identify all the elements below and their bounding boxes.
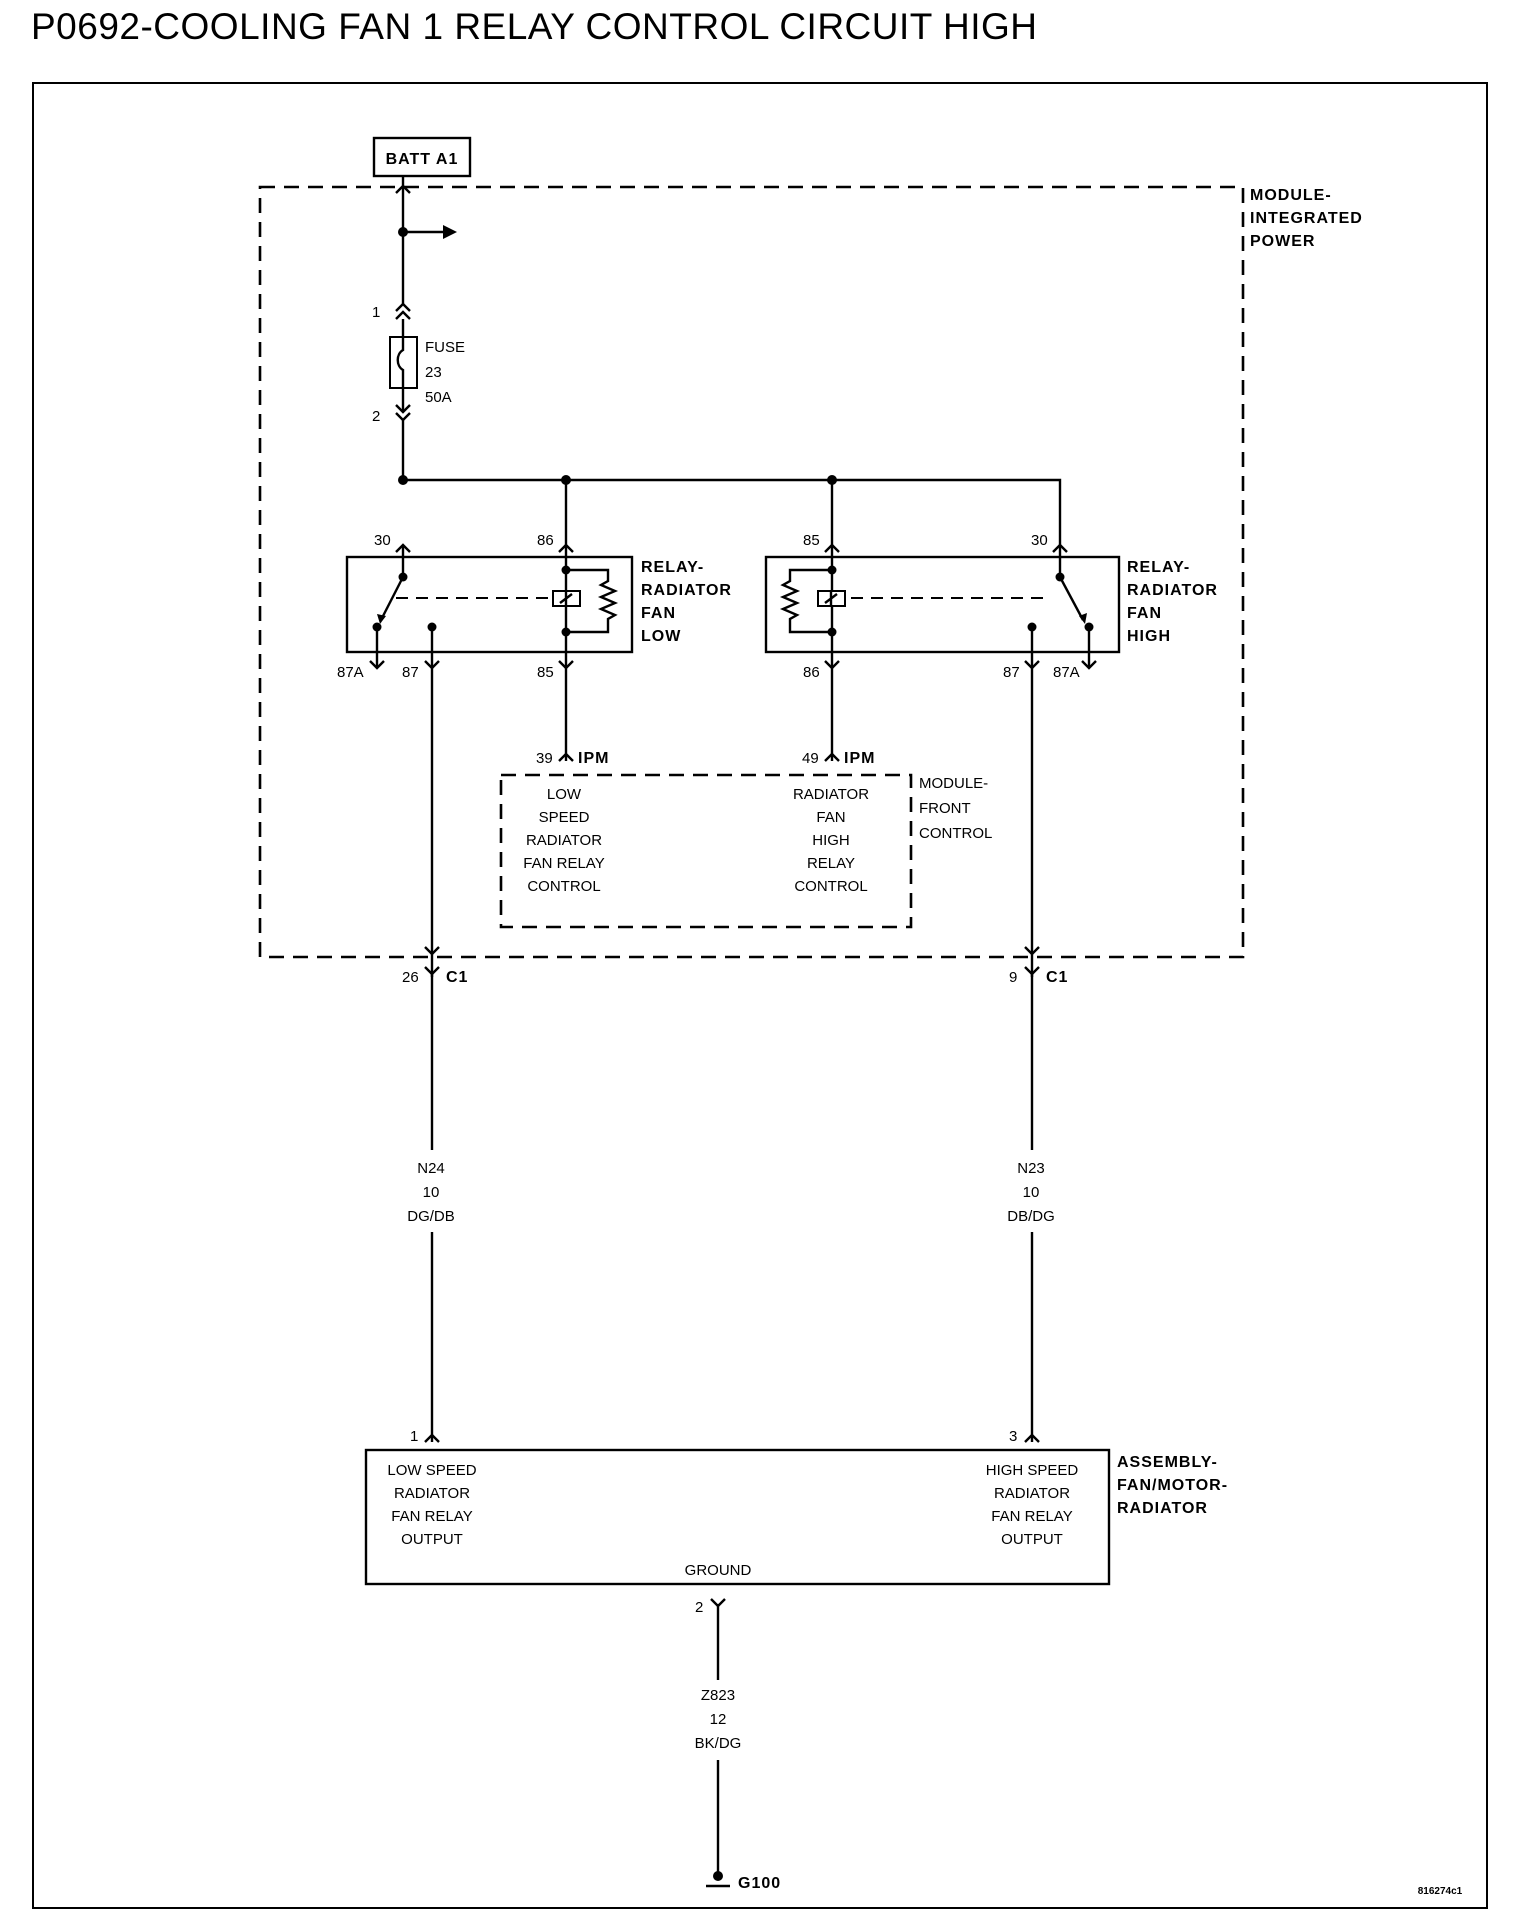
svg-text:RELAY-: RELAY- xyxy=(641,559,704,576)
svg-text:23: 23 xyxy=(425,364,442,381)
svg-text:IPM: IPM xyxy=(578,750,609,767)
svg-text:39: 39 xyxy=(536,750,553,767)
svg-text:C1: C1 xyxy=(1046,969,1068,986)
svg-text:FAN RELAY: FAN RELAY xyxy=(991,1508,1072,1525)
svg-text:RELAY: RELAY xyxy=(807,855,855,872)
svg-text:MODULE-: MODULE- xyxy=(1250,187,1332,204)
output-wires: 26 C1 N24 10 DG/DB 9 C1 N23 10 DB/DG xyxy=(402,668,1068,1442)
svg-text:RADIATOR: RADIATOR xyxy=(394,1485,470,1502)
fuse-23: 1 FUSE 23 50A 2 xyxy=(372,302,465,480)
svg-text:BK/DG: BK/DG xyxy=(695,1735,742,1752)
svg-text:CONTROL: CONTROL xyxy=(919,825,992,842)
battery-label: BATT A1 xyxy=(386,151,459,168)
fcm-control-wires: 39 IPM 49 IPM xyxy=(536,668,875,767)
svg-text:OUTPUT: OUTPUT xyxy=(1001,1531,1063,1548)
svg-text:10: 10 xyxy=(1023,1184,1040,1201)
svg-text:RADIATOR: RADIATOR xyxy=(1127,582,1218,599)
svg-text:87A: 87A xyxy=(1053,664,1080,681)
diagram-frame xyxy=(32,82,1488,1909)
svg-text:87: 87 xyxy=(1003,664,1020,681)
svg-text:CONTROL: CONTROL xyxy=(527,878,600,895)
svg-text:30: 30 xyxy=(1031,532,1048,549)
svg-text:10: 10 xyxy=(423,1184,440,1201)
svg-text:1: 1 xyxy=(372,304,380,321)
svg-text:26: 26 xyxy=(402,969,419,986)
svg-text:LOW: LOW xyxy=(547,786,582,803)
module-front-control: LOW SPEED RADIATOR FAN RELAY CONTROL RAD… xyxy=(499,773,992,929)
svg-text:RADIATOR: RADIATOR xyxy=(1117,1500,1208,1517)
svg-text:HIGH SPEED: HIGH SPEED xyxy=(986,1462,1079,1479)
svg-text:G100: G100 xyxy=(738,1875,781,1892)
svg-text:FAN: FAN xyxy=(816,809,845,826)
svg-text:30: 30 xyxy=(374,532,391,549)
svg-text:87: 87 xyxy=(402,664,419,681)
svg-text:FAN RELAY: FAN RELAY xyxy=(391,1508,472,1525)
page-title: P0692-COOLING FAN 1 RELAY CONTROL CIRCUI… xyxy=(31,6,1038,47)
svg-text:DG/DB: DG/DB xyxy=(407,1208,455,1225)
svg-text:FAN: FAN xyxy=(1127,605,1162,622)
ipm-boundary xyxy=(258,185,1245,959)
svg-text:1: 1 xyxy=(410,1428,418,1445)
svg-text:FRONT: FRONT xyxy=(919,800,971,817)
svg-text:RADIATOR: RADIATOR xyxy=(641,582,732,599)
svg-text:GROUND: GROUND xyxy=(685,1562,752,1579)
battery-source: BATT A1 xyxy=(372,136,472,178)
battery-feed-wire xyxy=(395,176,457,304)
svg-text:3: 3 xyxy=(1009,1428,1017,1445)
svg-text:85: 85 xyxy=(537,664,554,681)
ground-wire: 2 Z823 12 BK/DG xyxy=(695,1598,742,1876)
svg-text:LOW: LOW xyxy=(641,628,681,645)
svg-text:N23: N23 xyxy=(1017,1160,1045,1177)
svg-text:9: 9 xyxy=(1009,969,1017,986)
svg-text:RADIATOR: RADIATOR xyxy=(526,832,602,849)
svg-text:POWER: POWER xyxy=(1250,233,1315,250)
svg-text:85: 85 xyxy=(803,532,820,549)
svg-text:C1: C1 xyxy=(446,969,468,986)
svg-text:RADIATOR: RADIATOR xyxy=(994,1485,1070,1502)
svg-text:50A: 50A xyxy=(425,389,452,406)
svg-text:86: 86 xyxy=(803,664,820,681)
svg-text:FAN RELAY: FAN RELAY xyxy=(523,855,604,872)
svg-text:INTEGRATED: INTEGRATED xyxy=(1250,210,1363,227)
svg-text:2: 2 xyxy=(372,408,380,425)
svg-text:49: 49 xyxy=(802,750,819,767)
relay-radiator-fan-low: 30 86 87A 87 85 RELAY- RADIATOR FAN LO xyxy=(337,532,732,681)
svg-text:MODULE-: MODULE- xyxy=(919,775,988,792)
relay-radiator-fan-high: 85 30 86 87 87A RELAY- RADIATOR FAN HIGH xyxy=(764,532,1218,681)
svg-text:HIGH: HIGH xyxy=(1127,628,1171,645)
figure-id: 816274c1 xyxy=(1418,1886,1463,1897)
svg-text:86: 86 xyxy=(537,532,554,549)
svg-text:CONTROL: CONTROL xyxy=(794,878,867,895)
power-bus xyxy=(398,475,1062,545)
svg-text:N24: N24 xyxy=(417,1160,445,1177)
ipm-label: MODULE- INTEGRATED POWER xyxy=(1250,187,1363,250)
svg-text:2: 2 xyxy=(695,1599,703,1616)
svg-text:HIGH: HIGH xyxy=(812,832,850,849)
svg-text:FAN/MOTOR-: FAN/MOTOR- xyxy=(1117,1477,1228,1494)
svg-text:RELAY-: RELAY- xyxy=(1127,559,1190,576)
svg-text:FAN: FAN xyxy=(641,605,676,622)
svg-text:Z823: Z823 xyxy=(701,1687,735,1704)
svg-text:OUTPUT: OUTPUT xyxy=(401,1531,463,1548)
svg-text:IPM: IPM xyxy=(844,750,875,767)
ground-symbol-icon: G100 xyxy=(706,1871,781,1892)
svg-text:ASSEMBLY-: ASSEMBLY- xyxy=(1117,1454,1218,1471)
svg-text:87A: 87A xyxy=(337,664,364,681)
svg-text:LOW SPEED: LOW SPEED xyxy=(387,1462,476,1479)
fan-motor-assembly: 1 3 LOW SPEED RADIATOR FAN RELAY OUTPUT … xyxy=(364,1428,1228,1586)
svg-text:SPEED: SPEED xyxy=(539,809,590,826)
svg-text:FUSE: FUSE xyxy=(425,339,465,356)
svg-text:DB/DG: DB/DG xyxy=(1007,1208,1055,1225)
svg-text:12: 12 xyxy=(710,1711,727,1728)
svg-text:RADIATOR: RADIATOR xyxy=(793,786,869,803)
